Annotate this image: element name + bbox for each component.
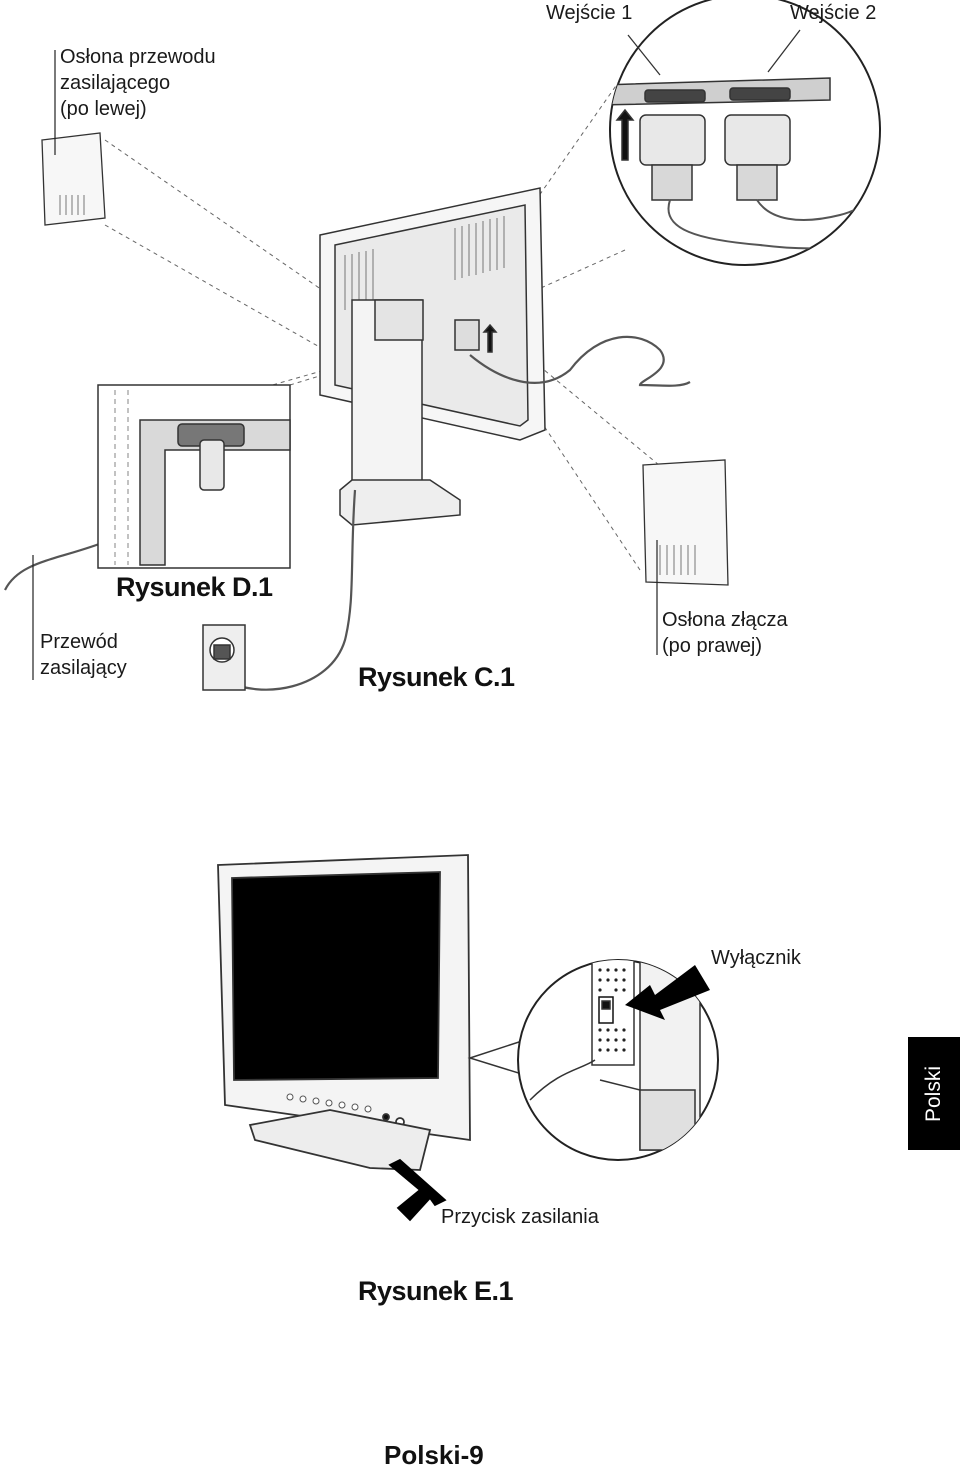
input-1-label: Wejście 1 [546,2,633,24]
power-button-label: Przycisk zasilania [441,1206,599,1228]
power-cord-label-line2: zasilający [40,657,127,679]
cable-cover-left-label-line3: (po lewej) [60,98,147,120]
cable-cover-left-drawing [41,50,106,226]
monitor-front-drawing [217,854,471,1222]
cable-cover-left-label-line1: Osłona przewodu [60,46,216,68]
power-socket-inset [32,384,291,680]
page-number: Polski-9 [384,1440,484,1470]
figure-c1-caption: Rysunek C.1 [358,662,515,692]
language-side-tab-label: Polski [922,1065,945,1122]
connector-cover-right-label-line1: Osłona złącza [662,609,788,631]
power-cord-label-line1: Przewód [40,631,118,653]
wall-outlet [202,624,246,691]
figure-d1-caption: Rysunek D.1 [116,572,273,602]
connector-cover-right-label-line2: (po prawej) [662,635,763,657]
input-2-label: Wejście 2 [790,2,877,24]
input-connectors-inset [609,0,881,266]
language-side-tab: Polski [908,1037,960,1150]
power-switch-inset [467,959,719,1161]
power-switch-label: Wyłącznik [711,947,801,969]
figure-e1-caption: Rysunek E.1 [358,1276,514,1306]
connector-cover-right-drawing [642,459,729,655]
monitor-back-drawing [104,79,666,571]
cable-cover-left-label-line2: zasilającego [60,72,171,94]
